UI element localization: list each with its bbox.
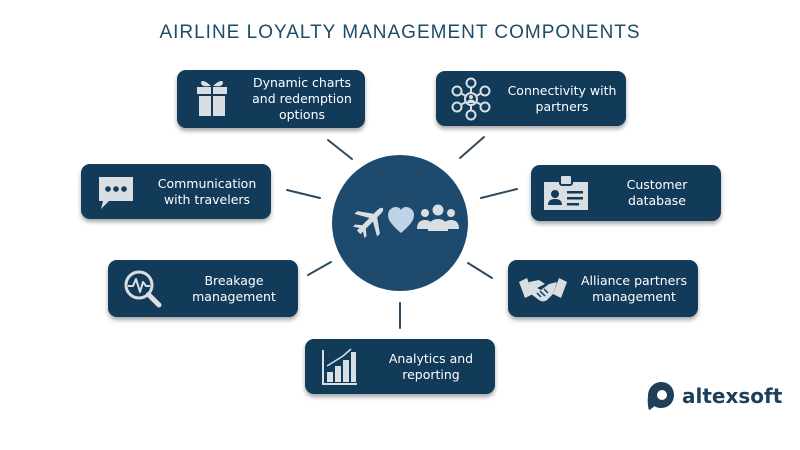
component-card-dynamic-charts: Dynamic charts and redemption options [177,70,365,128]
handshake-icon [508,266,578,312]
connector-communication [286,189,321,199]
connector-breakage [307,261,332,276]
network-icon [436,75,506,123]
hub-circle [332,155,468,291]
altexsoft-logo-icon [647,382,674,410]
connector-customer-db [480,188,518,199]
component-card-analytics: Analytics and reporting [305,339,495,394]
altexsoft-logo: altexsoft [646,380,782,412]
heart-icon [388,207,414,233]
connector-dynamic-charts [327,139,353,160]
component-label: Breakage management [192,272,276,304]
component-card-communication: Communication with travelers [81,164,271,219]
chat-bubble-icon [81,169,151,215]
component-label: Alliance partners management [581,272,687,304]
component-label: Communication with travelers [157,175,257,207]
connector-alliance [467,262,493,279]
people-icon [417,204,459,231]
component-label: Customer database [626,177,688,208]
component-label: Connectivity with partners [507,82,617,114]
logo-wordmark: altexsoft [682,384,783,408]
component-label: Dynamic charts and redemption options [252,75,352,122]
component-card-breakage: Breakage management [108,260,298,317]
id-card-icon [531,170,601,216]
component-card-customer-database: Customer database [531,165,721,221]
connector-connectivity [459,136,485,159]
bar-chart-icon [305,344,375,390]
airplane-icon [353,207,384,238]
magnifier-pulse-icon [108,265,178,313]
component-card-alliance: Alliance partners management [508,260,698,317]
component-label: Analytics and reporting [388,350,474,382]
diagram-title: AIRLINE LOYALTY MANAGEMENT COMPONENTS [159,22,641,43]
component-card-connectivity: Connectivity with partners [436,71,626,126]
gift-icon [177,76,247,122]
